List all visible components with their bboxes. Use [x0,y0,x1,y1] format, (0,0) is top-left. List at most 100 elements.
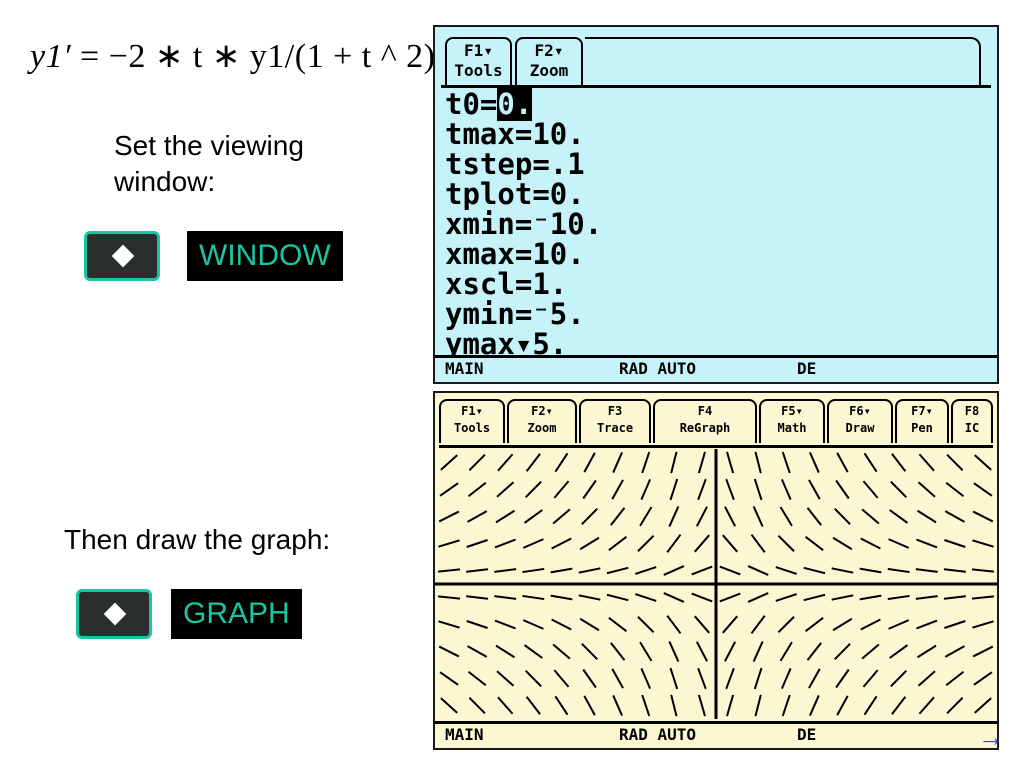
window-instruction: Set the viewing window: [114,130,304,197]
graph-instruction: Then draw the graph: [64,524,331,555]
slope-segment [637,535,655,552]
slope-segment [439,671,459,686]
slope-segment [890,669,908,688]
slope-segment [889,509,909,524]
setting-name: xmin [445,207,515,241]
slope-segment [497,696,514,715]
setting-separator: = [514,267,533,301]
slope-field-plot[interactable] [435,449,997,719]
slope-segment [916,644,937,659]
tab-label: ReGraph [679,421,731,435]
graph-toolbar-tab-tools[interactable]: F1▾Tools [439,399,505,443]
diamond-key-button-2[interactable] [76,589,152,639]
slope-segment [945,670,965,687]
setting-value[interactable]: 1. [532,267,568,301]
setting-value[interactable]: .1 [549,147,585,181]
slope-segment [972,539,994,548]
setting-value[interactable]: 10. [532,117,585,151]
graph-toolbar-tab-zoom[interactable]: F2▾Zoom [507,399,577,443]
slope-segment [891,696,907,715]
setting-value[interactable]: ⁻5. [532,297,585,331]
window-setting-2[interactable]: tstep=.1 [445,149,602,179]
slope-segment [780,668,792,689]
slope-segment [808,479,821,500]
slope-segment [438,510,460,523]
slope-segment [494,595,517,600]
setting-separator: = [514,207,533,241]
slope-segment [859,594,882,601]
graph-key-label[interactable]: GRAPH [171,589,302,639]
graph-toolbar-tab-pen[interactable]: F7▾Pen [895,399,949,443]
slope-segment [944,620,966,629]
slope-segment [888,619,910,630]
slope-segment [494,568,517,573]
setting-separator: = [514,117,533,151]
slope-segment [777,616,795,633]
setting-name: xmax [445,237,515,271]
slope-segment [695,641,708,662]
slope-segment [836,695,849,716]
window-setting-1[interactable]: tmax=10. [445,119,602,149]
slope-segment [750,534,766,553]
window-setting-3[interactable]: tplot=0. [445,179,602,209]
setting-value[interactable]: 10. [532,237,585,271]
slope-segment [438,568,461,573]
setting-name: ymin [445,297,515,331]
slope-segment [722,615,739,634]
setting-value[interactable]: 0. [549,177,585,211]
diamond-key-button[interactable] [84,231,160,281]
graph-toolbar-tab-draw[interactable]: F6▾Draw [827,399,893,443]
diamond-icon [111,244,135,268]
slope-segment [754,694,762,717]
graph-toolbar-tab-math[interactable]: F5▾Math [759,399,825,443]
slope-segment [640,479,652,500]
setting-value[interactable]: ⁻10. [532,207,603,241]
slope-segment [726,694,735,717]
tab-fkey: F7▾ [911,404,933,418]
window-setting-6[interactable]: xscl=1. [445,269,602,299]
slope-segment [946,454,964,471]
slope-segment [438,595,461,600]
slope-segment [971,595,994,600]
slope-segment [859,567,882,574]
slope-segment [944,645,965,658]
slope-segment [863,452,878,473]
slope-segment [579,617,600,632]
equation-lhs: y1′ [30,38,72,75]
slope-segment [719,565,741,576]
window-setting-7[interactable]: ymin=⁻5. [445,299,602,329]
slope-segment [522,619,544,630]
slope-segment [861,508,880,525]
slope-segment [806,507,822,526]
slope-segment [554,452,569,473]
toolbar-outline [585,37,981,85]
slope-segment [639,506,653,527]
toolbar-tab-tools[interactable]: F1▾ Tools [445,37,512,85]
next-slide-arrow[interactable]: → [978,722,1004,752]
slope-segment [495,509,516,524]
setting-name: tstep [445,147,533,181]
slope-segment [861,643,880,660]
window-setting-4[interactable]: xmin=⁻10. [445,209,602,239]
slope-segment [608,617,628,632]
window-setting-5[interactable]: xmax=10. [445,239,602,269]
window-key-label[interactable]: WINDOW [187,231,343,281]
slope-segment [808,668,821,689]
slope-segment [887,594,910,601]
toolbar-tab-zoom[interactable]: F2▾ Zoom [515,37,583,85]
slope-segment [943,568,966,573]
setting-value[interactable]: 0. [497,87,533,121]
tab-fkey: F2▾ [531,404,553,418]
setting-name: ymax [445,327,515,361]
slope-segment [637,616,655,633]
window-setting-8[interactable]: ymax▾5. [445,329,602,359]
slope-segment [583,452,596,473]
setting-separator: ▾ [514,327,533,361]
window-setting-0[interactable]: t0=0. [445,87,602,121]
setting-value[interactable]: 5. [532,327,568,361]
